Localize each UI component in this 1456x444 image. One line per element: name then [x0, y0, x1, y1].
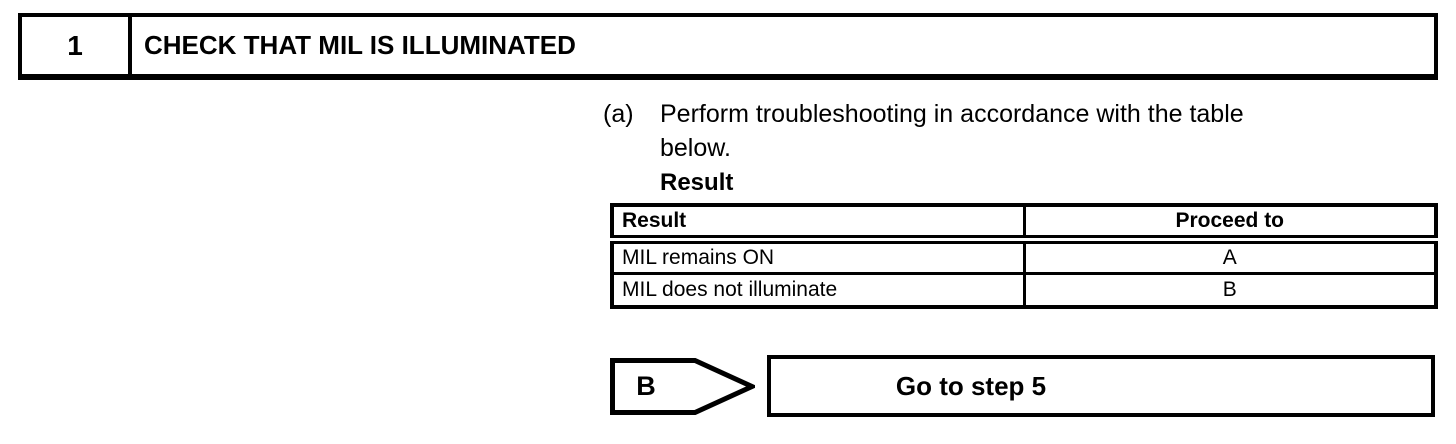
action-box: Go to step 5 [767, 355, 1435, 417]
table-row: MIL does not illuminate B [610, 271, 1438, 309]
result-section-label: Result [660, 169, 734, 196]
branch-row: B Go to step 5 [610, 355, 1435, 417]
result-cell: MIL does not illuminate [610, 271, 1026, 309]
instruction-marker: (a) [603, 100, 634, 128]
branch-letter: B [636, 370, 656, 401]
branch-arrow: B [610, 357, 755, 415]
instruction-line-2: below. [660, 134, 731, 162]
step-title: CHECK THAT MIL IS ILLUMINATED [144, 30, 576, 60]
branch-pentagon-arrow-icon [610, 357, 755, 415]
instruction-line-1: Perform troubleshooting in accordance wi… [660, 100, 1244, 128]
action-instruction: Go to step 5 [895, 370, 1047, 401]
result-cell: MIL remains ON [610, 237, 1026, 275]
result-table-header-proceed-to: Proceed to [1022, 203, 1438, 244]
result-table-header-result: Result [610, 203, 1026, 244]
step-header: 1 CHECK THAT MIL IS ILLUMINATED [18, 13, 1438, 80]
instruction-paragraph: (a) Perform troubleshooting in accordanc… [603, 97, 1244, 165]
instruction-text: Perform troubleshooting in accordance wi… [660, 97, 1244, 165]
result-table-header-row: Result Proceed to [610, 203, 1438, 244]
proceed-to-cell: B [1022, 271, 1438, 309]
result-table: Result Proceed to MIL remains ON A MIL d… [610, 203, 1438, 309]
step-number: 1 [22, 17, 132, 74]
table-row: MIL remains ON A [610, 237, 1438, 275]
proceed-to-cell: A [1022, 237, 1438, 275]
